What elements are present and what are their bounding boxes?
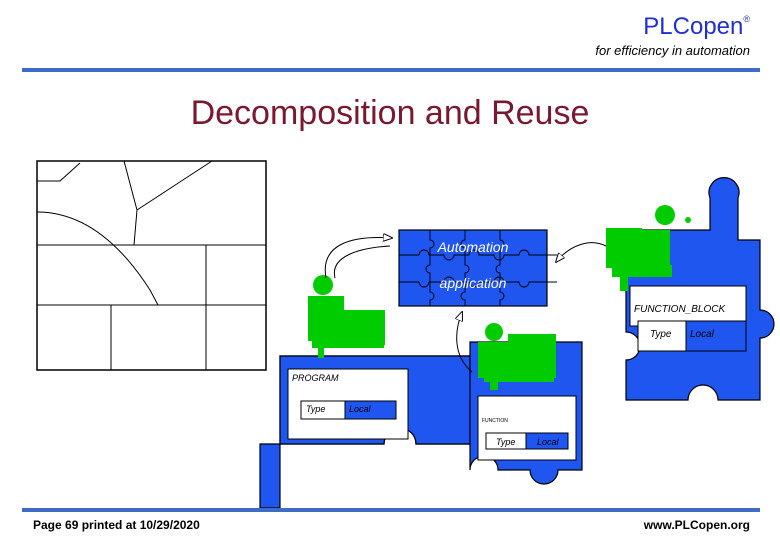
- arrow-right-to-puzzle: [556, 242, 607, 262]
- puzzle-text-automation: Automation: [437, 239, 509, 255]
- brand-header: PLCopen® for efficiency in automation: [595, 14, 750, 59]
- registered-mark: ®: [743, 14, 750, 24]
- footer-url[interactable]: www.PLCopen.org: [643, 518, 750, 532]
- program-label: PROGRAM: [292, 373, 339, 383]
- function-block-label: FUNCTION_BLOCK: [634, 304, 726, 315]
- developer-figure-top-right: [606, 205, 691, 291]
- slide-title: Decomposition and Reuse: [190, 94, 590, 132]
- arrow-center-to-puzzle: [457, 312, 473, 373]
- developer-figure-center: [478, 323, 556, 390]
- function-label: FUNCTION: [482, 418, 508, 424]
- function-type: Type: [496, 437, 515, 447]
- arrow-left-to-puzzle: [324, 237, 392, 279]
- function-block-type: Type: [650, 329, 672, 340]
- program-local: Local: [349, 404, 372, 414]
- program-piece: PROGRAM Type Local: [259, 355, 485, 509]
- brand-logo: PLCopen®: [595, 14, 750, 40]
- function-block-piece: FUNCTION_BLOCK Type Local: [625, 177, 775, 401]
- decomposed-application-outline: [36, 160, 267, 371]
- header-rule: [22, 68, 760, 72]
- function-local: Local: [537, 437, 560, 447]
- program-type: Type: [306, 404, 325, 414]
- footer-rule: [22, 508, 760, 512]
- puzzle-text-application: application: [440, 275, 507, 291]
- footer-page-info: Page 69 printed at 10/29/2020: [33, 518, 200, 532]
- brand-name: PLCopen: [643, 13, 744, 40]
- automation-puzzle: Automation application: [398, 229, 557, 307]
- developer-figure-left: [308, 275, 385, 358]
- arrow-left-shaft: [333, 245, 391, 279]
- function-block-local: Local: [690, 329, 715, 340]
- brand-tagline: for efficiency in automation: [595, 43, 750, 58]
